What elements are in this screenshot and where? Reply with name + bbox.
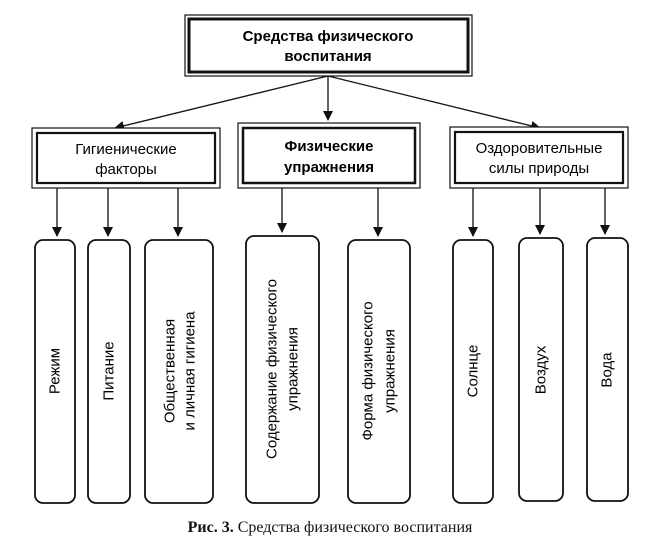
leaf-nutrition: Питание bbox=[87, 239, 131, 504]
leaf-water: Вода bbox=[586, 237, 629, 502]
leaf-regime: Режим bbox=[34, 239, 76, 504]
category-nature-line-1: Оздоровительные bbox=[476, 140, 603, 157]
leaf-hygiene-label-line-2: и личная гигиена bbox=[182, 311, 199, 431]
leaf-exercise-content: Содержание физического упражнения bbox=[245, 235, 320, 504]
figure-caption-label: Рис. 3. bbox=[187, 519, 234, 536]
figure-caption: Рис. 3. Средства физического воспитания bbox=[0, 519, 660, 537]
connector-root-to-nature bbox=[327, 75, 541, 131]
leaf-content-label-line-2: упражнения bbox=[285, 327, 302, 411]
leaf-content-label-line-1: Содержание физического bbox=[264, 279, 281, 459]
leaf-water-label: Вода bbox=[599, 352, 616, 388]
diagram: Средства физического воспитания Гигиенич… bbox=[31, 14, 629, 504]
category-hygiene-line-1: Гигиенические bbox=[75, 141, 176, 158]
leaf-sun: Солнце bbox=[452, 239, 494, 504]
category-nature-line-2: силы природы bbox=[489, 160, 589, 177]
root-title-line-1: Средства физического bbox=[243, 28, 414, 45]
leaf-nutrition-label: Питание bbox=[101, 341, 118, 400]
category-hygiene-factors: Гигиенические факторы bbox=[31, 127, 221, 189]
root-title-line-2: воспитания bbox=[284, 48, 371, 65]
connector-root-to-hygiene bbox=[114, 75, 329, 131]
category-exercise-line-2: упражнения bbox=[284, 159, 374, 176]
category-hygiene-line-2: факторы bbox=[95, 161, 157, 178]
figure-caption-text: Средства физического воспитания bbox=[237, 519, 473, 536]
leaf-regime-label: Режим bbox=[47, 348, 64, 394]
leaf-air: Воздух bbox=[518, 237, 564, 502]
category-physical-exercises: Физические упражнения bbox=[237, 122, 421, 189]
leaf-sun-label: Солнце bbox=[465, 345, 482, 398]
category-exercise-line-1: Физические bbox=[285, 138, 374, 155]
leaf-hygiene-label-line-1: Общественная bbox=[162, 319, 179, 423]
category-nature-forces: Оздоровительные силы природы bbox=[449, 126, 629, 189]
leaf-exercise-form: Форма физического упражнения bbox=[347, 239, 411, 504]
leaf-air-label: Воздух bbox=[533, 345, 550, 394]
leaf-form-label-line-2: упражнения bbox=[382, 329, 399, 413]
root-node: Средства физического воспитания bbox=[184, 14, 473, 77]
leaf-public-personal-hygiene: Общественная и личная гигиена bbox=[144, 239, 214, 504]
leaf-form-label-line-1: Форма физического bbox=[360, 301, 377, 440]
